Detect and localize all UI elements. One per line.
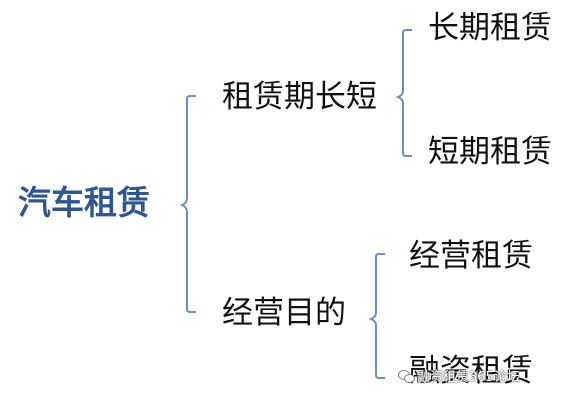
leaf-finance-lease: 融资租赁 — [409, 353, 533, 389]
leaf-short-term-lease: 短期租赁 — [428, 134, 552, 170]
branch-operating-purpose: 经营目的 — [222, 295, 346, 331]
branch-lease-term: 租赁期长短 — [222, 79, 377, 115]
lease-term-bracket — [395, 29, 412, 157]
watermark: 融资租赁365论坛 — [398, 366, 520, 385]
leaf-long-term-lease: 长期租赁 — [428, 10, 552, 46]
op-purpose-bracket — [368, 253, 385, 379]
wechat-icon — [398, 369, 415, 383]
root-node: 汽车租赁 — [18, 183, 150, 222]
root-bracket — [179, 95, 196, 313]
leaf-operating-lease: 经营租赁 — [409, 238, 533, 274]
watermark-text: 融资租赁365论坛 — [417, 370, 520, 385]
